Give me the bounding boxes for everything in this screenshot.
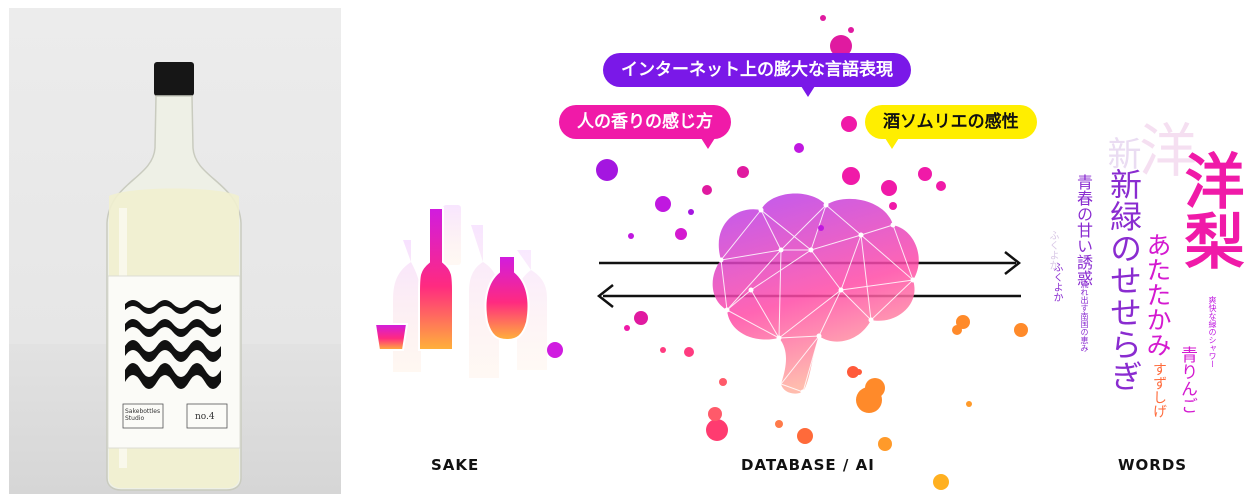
word-suzushige: すずしげ xyxy=(1151,362,1167,418)
particle-dots xyxy=(596,15,1028,490)
label-number-text: no.4 xyxy=(195,412,215,422)
bottle-illustration xyxy=(106,62,242,491)
label-sake: SAKE xyxy=(431,456,480,474)
word-ghost-small: ふくよか xyxy=(1047,230,1058,270)
word-nagaredasu: 流れ出す南国の恵み xyxy=(1080,280,1089,352)
label-database-ai: DATABASE / AI xyxy=(741,456,875,474)
bubble-human-text: 人の香りの感じ方 xyxy=(577,112,713,132)
word-ghost-you: 洋 xyxy=(1129,120,1197,178)
label-maker-text: Sakebottles Studio xyxy=(125,408,161,422)
brain-icon xyxy=(712,193,919,395)
sake-bottles-group xyxy=(373,205,563,378)
sake-ai-diagram: インターネット上の膨大な言語表現 人の香りの感じ方 酒ソムリエの感性 SAKE … xyxy=(341,0,1244,502)
bubble-tail xyxy=(885,138,899,149)
word-youri: 洋梨 xyxy=(1174,150,1244,270)
word-seishun: 青春の甘い誘惑 xyxy=(1074,174,1093,286)
word-atatakami: あたたかみ xyxy=(1143,232,1172,357)
word-fukuyoka: ふくよか xyxy=(1051,262,1062,302)
label-words: WORDS xyxy=(1118,456,1188,474)
word-ghost-shin: 新 xyxy=(1101,136,1141,170)
sake-bottle-photo: Sakebottles Studio no.4 xyxy=(9,8,341,494)
word-soukai: 爽快な緑のシャワー xyxy=(1208,296,1217,368)
wave-pattern xyxy=(125,300,221,389)
bubble-human-aroma: 人の香りの感じ方 xyxy=(559,105,731,149)
bubble-internet-text: インターネット上の膨大な言語表現 xyxy=(621,60,893,80)
word-shinryoku: 新緑のせせらぎ xyxy=(1105,168,1143,392)
bubble-tail xyxy=(701,138,715,149)
bubble-tail xyxy=(801,86,815,97)
bubble-internet-language: インターネット上の膨大な言語表現 xyxy=(603,53,911,97)
word-aoringo: 青りんご xyxy=(1177,346,1197,414)
bubble-sommelier: 酒ソムリエの感性 xyxy=(865,105,1037,149)
bubble-sommelier-text: 酒ソムリエの感性 xyxy=(883,112,1019,132)
diagram-graphics xyxy=(373,15,1028,490)
